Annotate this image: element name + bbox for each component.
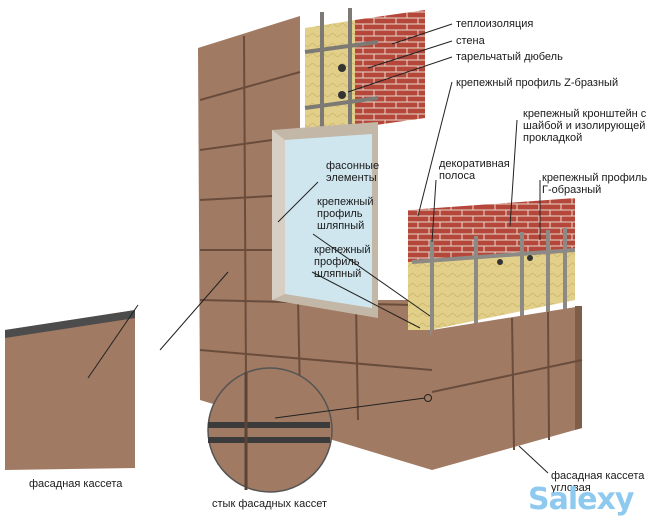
label-shaped-elements: фасонные элементы [326,160,380,184]
wall-section-right [408,198,576,335]
wall-section-top [304,8,425,134]
profiles-right [411,228,576,335]
window-glass [285,134,372,308]
label-g-profile: крепежный профиль Г-образный [542,172,648,196]
label-hat-profile-2: крепежный профиль шляпный [314,244,371,280]
window [272,122,378,318]
brick-wall-top [355,10,425,128]
leader-lines [87,23,549,474]
profiles-top [304,8,379,132]
corner-cassette [431,306,583,470]
label-z-profile: крепежный профиль Z-бразный [456,77,619,89]
insulation-top [305,20,355,134]
label-wall: стена [456,35,485,47]
joint-detail [207,367,333,493]
salexy-watermark: Salexy [528,482,634,517]
label-corner-cassette: фасадная кассета угловая [551,470,645,494]
label-plate-dowel: тарельчатый дюбель [456,51,563,63]
facade-cassette-sample [5,310,135,470]
label-thermal-insulation: теплоизоляция [456,18,534,30]
insulation-right [408,250,575,330]
dowel-head [338,91,346,99]
label-bracket: крепежный кронштейн с шайбой и изолирующ… [523,108,647,144]
dowel-head [338,64,346,72]
label-cassette-joint: стык фасадных кассет [212,498,328,510]
label-decorative-strip: декоративная полоса [439,158,510,182]
label-hat-profile-1: крепежный профиль шляпный [317,196,374,232]
label-facade-cassette: фасадная кассета [29,478,123,490]
